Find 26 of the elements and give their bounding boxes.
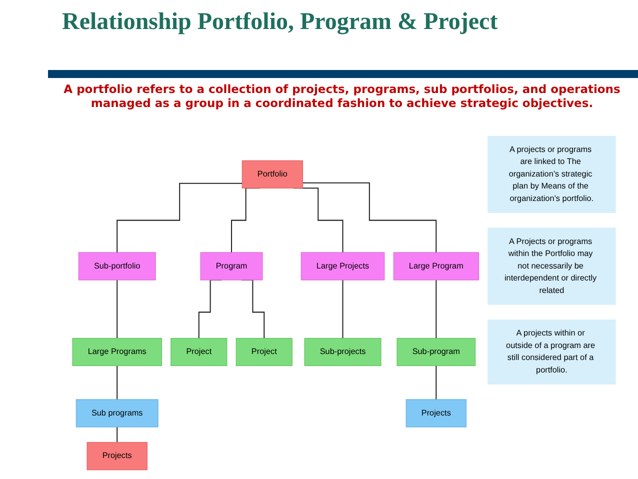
node-box: Sub programs bbox=[76, 399, 158, 428]
connector bbox=[302, 182, 437, 253]
node-box: Sub-portfolio bbox=[78, 252, 156, 280]
connector bbox=[116, 426, 118, 443]
connector bbox=[436, 365, 437, 400]
node-box: Project bbox=[170, 338, 228, 366]
title: Relationship Portfolio, Program & Project bbox=[62, 10, 499, 36]
subtitle-text: A portfolio refers to a collection of projects, programs, sub portfolios, and operations managed as a group in a coordinated fashion to achieve strategic objectives. bbox=[62, 82, 622, 110]
node-box: Sub-program bbox=[396, 338, 476, 366]
node-box: A projects within or outside of a program are still considered part of a portfolio. bbox=[488, 320, 616, 384]
node-box: Large Projects bbox=[300, 252, 385, 280]
node-box: A Projects or programs within the Portfolio may not necessarily be interdependent or directly related bbox=[488, 228, 616, 305]
connector bbox=[116, 182, 242, 253]
node-box: Projects bbox=[86, 442, 148, 470]
connector bbox=[342, 280, 344, 339]
node-box: Large Programs bbox=[72, 338, 162, 366]
node-box: A projects or programs are linked to The organization’s strategic plan by Means of the organization’s portfolio. bbox=[488, 136, 616, 213]
node-box: Project bbox=[236, 338, 292, 366]
node-box: Program bbox=[200, 252, 263, 280]
node-box: Projects bbox=[406, 399, 466, 428]
node-box: Large Program bbox=[393, 252, 479, 280]
connector bbox=[116, 280, 118, 339]
node-box: Sub-projects bbox=[304, 338, 382, 366]
node-box: Portfolio bbox=[242, 160, 303, 188]
connector bbox=[116, 365, 118, 400]
connector bbox=[436, 280, 437, 339]
